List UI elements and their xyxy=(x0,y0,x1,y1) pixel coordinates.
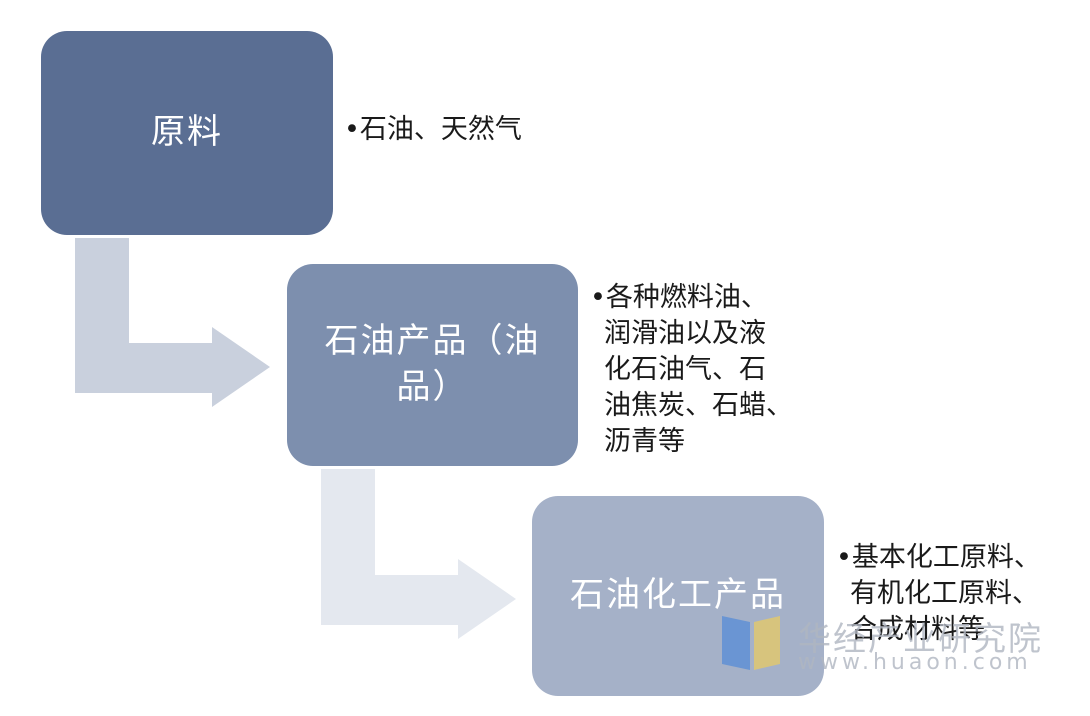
stage-petrochemical-products-label: 石油化工产品 xyxy=(570,575,786,616)
stage-petroleum-products-note: •各种燃料油、 润滑油以及液 化石油气、石 油焦炭、石蜡、 沥青等 xyxy=(590,280,793,460)
watermark-url: www.huaon.com xyxy=(798,650,1032,675)
note-line: •各种燃料油、 xyxy=(590,282,768,313)
stage-raw-materials-label: 原料 xyxy=(151,112,223,153)
stage-petroleum-products-label: 石油产品（油 品） xyxy=(325,319,541,411)
note-line: •基本化工原料、 xyxy=(836,542,1041,573)
stage-raw-materials: 原料 xyxy=(41,31,333,235)
flow-arrow-1 xyxy=(75,238,270,407)
note-line: 有机化工原料、 xyxy=(850,578,1039,609)
flow-arrow-2 xyxy=(321,469,516,639)
note-line: 润滑油以及液 xyxy=(604,318,766,349)
stage-petrochemical-products: 石油化工产品 xyxy=(532,496,824,696)
stage-petrochemical-products-note: •基本化工原料、 有机化工原料、 合成材料等 xyxy=(836,540,1041,648)
watermark-name: 华经产业研究院 xyxy=(798,619,1043,658)
note-line: •石油、天然气 xyxy=(344,114,522,145)
stage-petroleum-products: 石油产品（油 品） xyxy=(287,264,578,466)
stage-petroleum-products-label-line: 石油产品（油 xyxy=(324,321,541,362)
watermark-logo-icon xyxy=(722,616,780,670)
stage-petroleum-products-label-line: 品） xyxy=(396,367,469,407)
stage-raw-materials-note: •石油、天然气 xyxy=(344,112,522,148)
note-line: 油焦炭、石蜡、 xyxy=(604,390,793,421)
note-line: 化石油气、石 xyxy=(604,354,766,385)
note-line: 沥青等 xyxy=(604,426,685,457)
note-line: 合成材料等 xyxy=(850,614,985,645)
